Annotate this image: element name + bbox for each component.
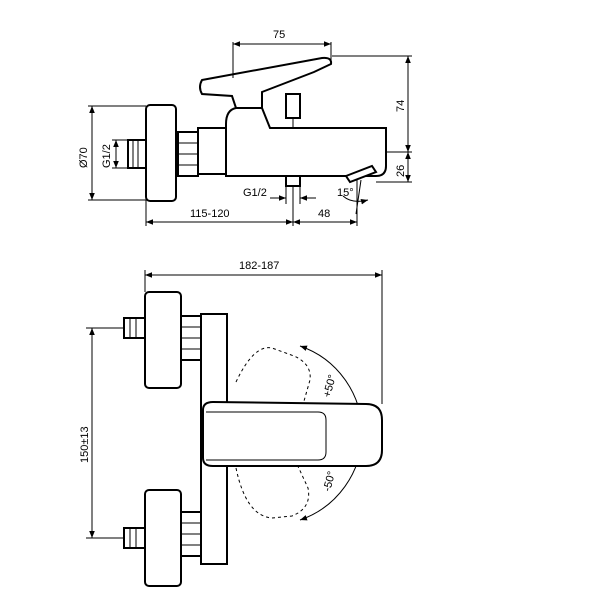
mixer-body — [225, 107, 387, 177]
aerator — [344, 164, 378, 184]
dim-spout-label: 48 — [318, 208, 330, 220]
wall-rosette — [145, 104, 177, 202]
lever-rotation-upper — [235, 347, 311, 409]
rosette-upper — [144, 291, 182, 389]
dim-thread-left-label: G1/2 — [101, 144, 113, 168]
lever-rotation-lower — [235, 461, 310, 519]
dim-diameter-label: Ø70 — [78, 147, 90, 168]
front-view-dimensions: 182-187 150±13 +50° -50° — [79, 260, 383, 539]
dim-thread-spout-label: G1/2 — [243, 187, 267, 199]
front-view — [123, 291, 383, 587]
lever-front-inner — [206, 411, 327, 461]
dim-total-width-label: 182-187 — [239, 260, 279, 272]
dim-width-label: 75 — [273, 29, 285, 41]
diverter-knob — [285, 93, 301, 119]
inlet-nipple — [127, 139, 147, 169]
body-connector — [197, 127, 227, 175]
side-view-dimensions: 75 74 26 Ø70 G1/2 115-120 G1/2 — [78, 29, 412, 226]
angle-plus-label: +50° — [321, 373, 339, 398]
rosette-lower — [144, 489, 182, 587]
dim-angle-label: 15° — [337, 187, 354, 199]
nipple-lower — [123, 527, 146, 549]
dim-spout-height-label: 26 — [395, 165, 407, 177]
spout-outlet — [285, 175, 301, 187]
side-view — [127, 56, 387, 202]
dim-height-label: 74 — [395, 100, 407, 112]
lever-handle — [199, 56, 333, 109]
lever-front — [202, 400, 383, 467]
dim-centers-label: 150±13 — [79, 426, 91, 463]
angle-minus-label: -50° — [321, 470, 338, 493]
nipple-upper — [123, 317, 146, 339]
dim-depth-label: 115-120 — [190, 208, 230, 220]
